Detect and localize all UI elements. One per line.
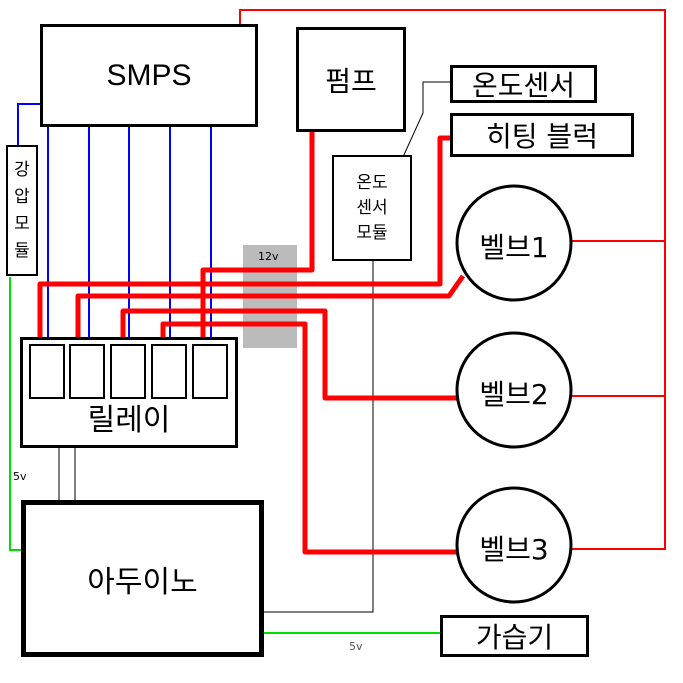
valve1-circle xyxy=(455,184,573,302)
humidifier-box: 가습기 xyxy=(440,615,589,657)
valve2-circle xyxy=(455,331,573,449)
humidifier-label: 가습기 xyxy=(475,621,554,654)
arduino-box: 아두이노 xyxy=(21,500,264,657)
temp-sensor-box: 온도센서 xyxy=(450,65,597,103)
relay-output-lines xyxy=(37,131,466,555)
relay-slot-2 xyxy=(69,344,105,399)
relay-slot-4 xyxy=(151,344,187,399)
left-5v-label: 5v xyxy=(13,470,27,483)
step-down-module-char4: 듈 xyxy=(14,240,30,261)
valve3-label: 벨브3 xyxy=(479,533,549,566)
step-down-module-char3: 모 xyxy=(14,213,30,234)
valve3-circle xyxy=(455,486,573,604)
bottom-5v-label: 5v xyxy=(349,640,363,653)
valve2-label: 벨브2 xyxy=(479,378,549,411)
band-12v-label: 12v xyxy=(258,250,279,263)
power-bus-lines xyxy=(239,9,666,550)
smps-box: SMPS xyxy=(40,24,258,127)
heating-block-label: 히팅 블럭 xyxy=(486,120,598,153)
temp-sensor-module-line1: 온도 xyxy=(356,172,388,193)
temp-sensor-module-box: 온도 센서 모듈 xyxy=(332,155,412,261)
arduino-label: 아두이노 xyxy=(87,564,198,600)
temp-sensor-label: 온도센서 xyxy=(471,69,576,102)
valve1-label: 벨브1 xyxy=(479,231,549,264)
smps-label: SMPS xyxy=(106,58,192,92)
pump-label: 펌프 xyxy=(325,64,377,98)
temp-sensor-module-line2: 센서 xyxy=(356,197,388,218)
step-down-module-char2: 압 xyxy=(14,186,30,207)
five-volt-lines xyxy=(9,277,441,634)
signal-lines xyxy=(58,81,452,613)
relay-label: 릴레이 xyxy=(87,403,171,438)
relay-slot-1 xyxy=(29,344,65,399)
relay-slot-3 xyxy=(110,344,146,399)
pump-box: 펌프 xyxy=(296,27,406,132)
relay-slot-5 xyxy=(192,344,228,399)
step-down-module-char1: 강 xyxy=(14,159,30,180)
heating-block-box: 히팅 블럭 xyxy=(450,113,634,157)
temp-sensor-module-line3: 모듈 xyxy=(356,222,388,243)
step-down-module-box: 강 압 모 듈 xyxy=(6,145,38,276)
